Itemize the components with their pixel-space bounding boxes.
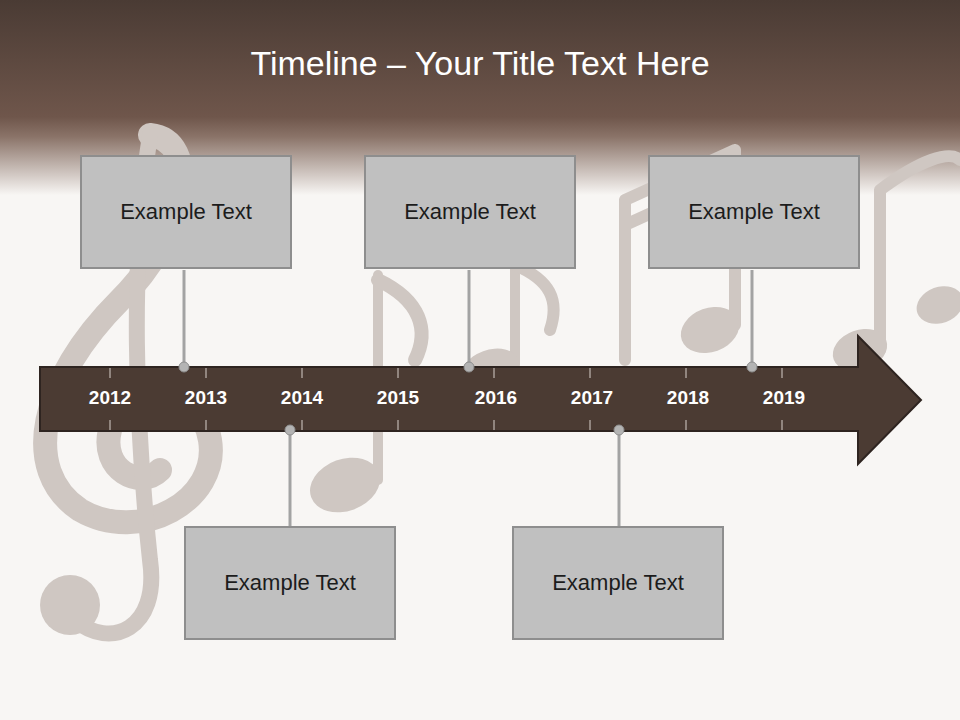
event-box: Example Text <box>512 526 724 640</box>
year-label: 2017 <box>571 387 613 409</box>
event-box: Example Text <box>184 526 396 640</box>
music-notes <box>40 135 960 635</box>
year-label: 2018 <box>667 387 709 409</box>
event-text: Example Text <box>110 199 262 225</box>
year-label: 2016 <box>475 387 517 409</box>
event-text: Example Text <box>394 199 546 225</box>
leader-dots <box>179 362 757 435</box>
event-box: Example Text <box>648 155 860 269</box>
leader-lines <box>184 270 752 526</box>
event-text: Example Text <box>214 570 366 596</box>
year-label: 2015 <box>377 387 419 409</box>
year-label: 2014 <box>281 387 323 409</box>
event-text: Example Text <box>678 199 830 225</box>
event-box: Example Text <box>80 155 292 269</box>
event-box: Example Text <box>364 155 576 269</box>
event-text: Example Text <box>542 570 694 596</box>
slide-title: Timeline – Your Title Text Here <box>0 44 960 83</box>
timeline-arrow <box>40 336 921 464</box>
year-label: 2012 <box>89 387 131 409</box>
year-ticks <box>110 368 782 430</box>
year-label: 2019 <box>763 387 805 409</box>
year-label: 2013 <box>185 387 227 409</box>
